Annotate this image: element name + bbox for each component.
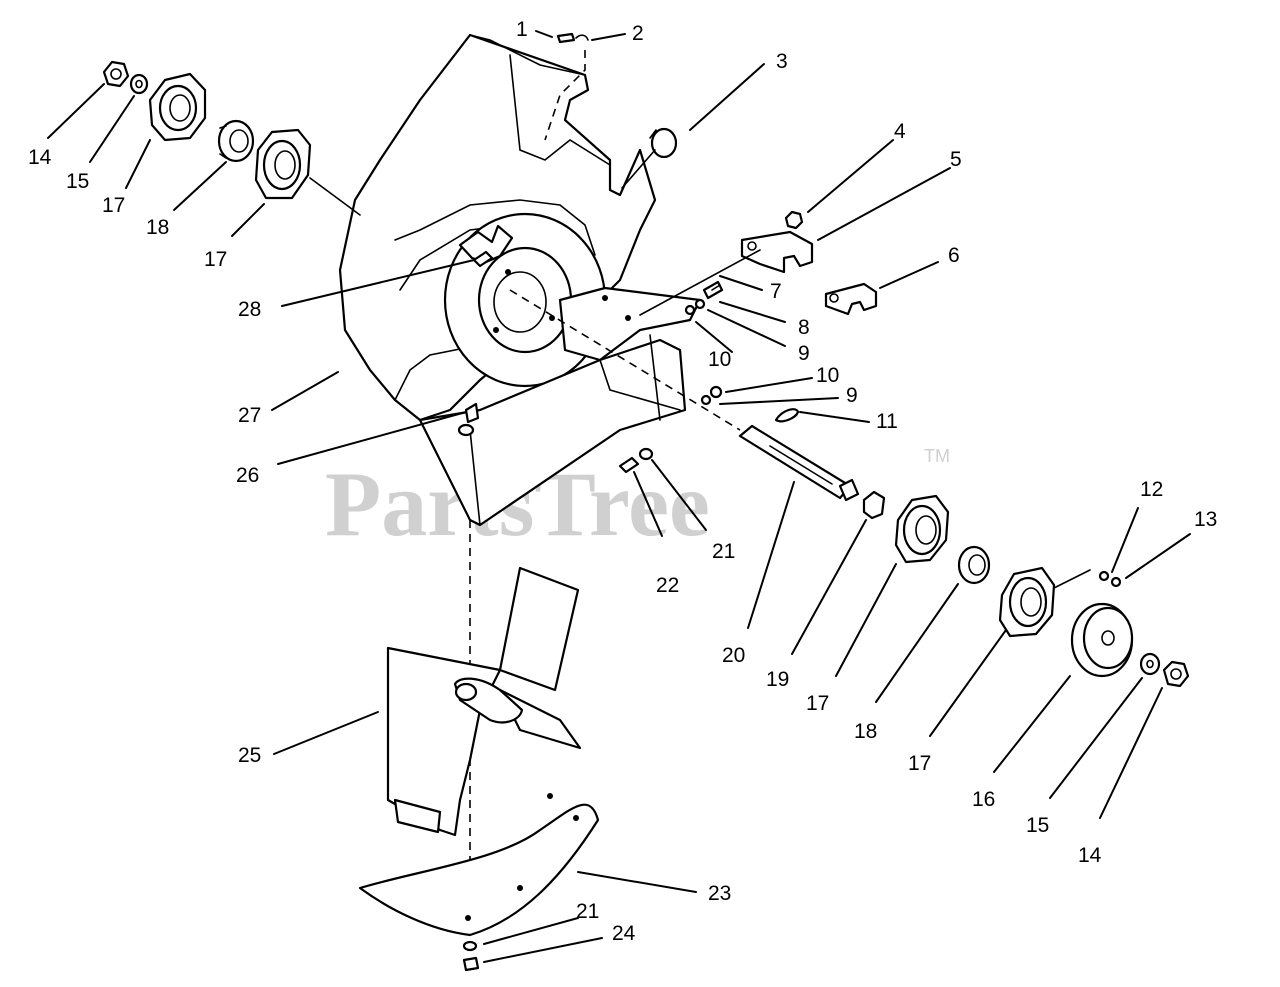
callout-11: 11 xyxy=(876,410,898,433)
callout-21-upper: 21 xyxy=(712,540,735,563)
callout-18-left: 18 xyxy=(146,216,169,239)
callout-23: 23 xyxy=(708,882,731,905)
callout-8: 8 xyxy=(798,316,810,339)
callout-17-left-a: 17 xyxy=(102,194,125,217)
right-upper-parts xyxy=(509,210,878,431)
callout-18-right: 18 xyxy=(854,720,877,743)
callout-27: 27 xyxy=(238,404,261,427)
callout-4: 4 xyxy=(894,120,906,143)
callout-10-lower: 10 xyxy=(816,364,839,387)
callout-17-right-a: 17 xyxy=(806,692,829,715)
left-bearing-assembly xyxy=(102,60,361,216)
small-fasteners xyxy=(457,250,654,474)
callout-3: 3 xyxy=(776,50,788,73)
wear-plate xyxy=(358,793,600,972)
callout-20: 20 xyxy=(722,644,745,667)
callout-10-upper: 10 xyxy=(708,348,731,371)
callout-19: 19 xyxy=(766,668,789,691)
callout-28: 28 xyxy=(238,298,261,321)
callout-26: 26 xyxy=(236,464,259,487)
callout-5: 5 xyxy=(950,148,962,171)
callout-22: 22 xyxy=(656,574,679,597)
callout-12: 12 xyxy=(1140,478,1163,501)
callout-6: 6 xyxy=(948,244,960,267)
top-fastener-group xyxy=(544,32,678,189)
callout-9-upper: 9 xyxy=(798,342,810,365)
leader-lines xyxy=(47,30,1191,963)
callout-15-left: 15 xyxy=(66,170,89,193)
impeller xyxy=(386,520,582,930)
callout-17-left-b: 17 xyxy=(204,248,227,271)
callout-labels: 1 2 3 4 5 6 7 8 9 10 10 9 11 12 13 14 15… xyxy=(28,18,1217,945)
callout-21-lower: 21 xyxy=(576,900,599,923)
callout-2: 2 xyxy=(632,22,644,45)
callout-1: 1 xyxy=(516,18,528,41)
shaft-and-right-bearing xyxy=(738,424,1190,688)
callout-17-right-b: 17 xyxy=(908,752,931,775)
callout-24: 24 xyxy=(612,922,636,945)
callout-7: 7 xyxy=(770,280,782,303)
callout-25: 25 xyxy=(238,744,261,767)
callout-14-right: 14 xyxy=(1078,844,1102,867)
watermark-tm: TM xyxy=(924,446,950,466)
callout-16: 16 xyxy=(972,788,995,811)
callout-9-lower: 9 xyxy=(846,384,858,407)
callout-13: 13 xyxy=(1194,508,1217,531)
callout-15-right: 15 xyxy=(1026,814,1049,837)
callout-14-left: 14 xyxy=(28,146,52,169)
